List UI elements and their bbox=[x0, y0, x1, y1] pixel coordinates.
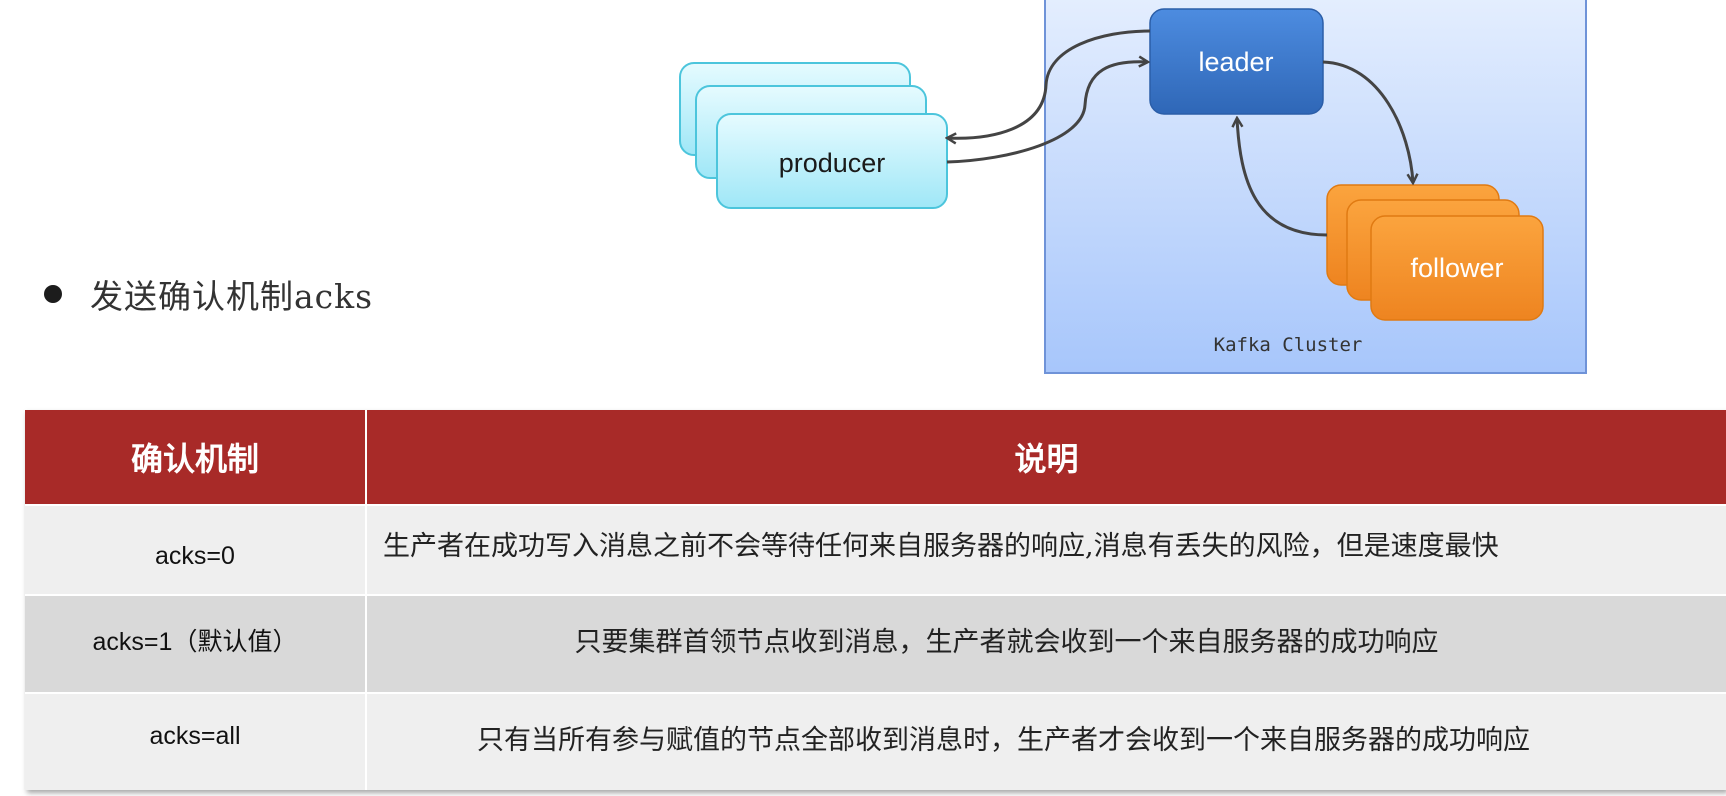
producer-stack: producer bbox=[679, 62, 948, 209]
table-row: acks=1（默认值） 只要集群首领节点收到消息，生产者就会收到一个来自服务器的… bbox=[25, 596, 1726, 692]
description-cell: 只有当所有参与赋值的节点全部收到消息时，生产者才会收到一个来自服务器的成功响应 bbox=[365, 694, 1726, 790]
acks-table: 确认机制 说明 acks=0 生产者在成功写入消息之前不会等待任何来自服务器的响… bbox=[25, 410, 1726, 790]
follower-label: follower bbox=[1410, 253, 1503, 283]
mechanism-cell: acks=0 bbox=[155, 542, 235, 570]
leader-to-producer-arrow bbox=[947, 29, 1151, 138]
description-cell: 只要集群首领节点收到消息，生产者就会收到一个来自服务器的成功响应 bbox=[365, 596, 1726, 692]
description-cell: 生产者在成功写入消息之前不会等待任何来自服务器的响应,消息有丢失的风险，但是速度… bbox=[365, 506, 1726, 594]
bullet-dot-icon bbox=[44, 285, 62, 303]
cluster-label: Kafka Cluster bbox=[1214, 334, 1363, 356]
mechanism-cell: acks=1（默认值） bbox=[92, 628, 298, 656]
section-bullet: 发送确认机制acks bbox=[44, 272, 373, 316]
producer-label: producer bbox=[779, 148, 886, 178]
leader-label: leader bbox=[1198, 47, 1273, 77]
follower-stack: follower bbox=[1326, 184, 1544, 321]
header-description: 说明 bbox=[365, 410, 1726, 504]
table-row: acks=all 只有当所有参与赋值的节点全部收到消息时，生产者才会收到一个来自… bbox=[25, 694, 1726, 790]
kafka-diagram: Kafka Cluster producer leader follower bbox=[679, 0, 1587, 374]
producer-to-leader-arrow bbox=[946, 62, 1148, 164]
leader-node: leader bbox=[1149, 8, 1324, 115]
leader-to-follower-arrow bbox=[1322, 60, 1413, 183]
table-header-row: 确认机制 说明 bbox=[25, 410, 1726, 504]
mechanism-cell: acks=all bbox=[149, 722, 241, 750]
header-mechanism: 确认机制 bbox=[130, 440, 259, 478]
section-title: 发送确认机制acks bbox=[90, 277, 374, 316]
table-row: acks=0 生产者在成功写入消息之前不会等待任何来自服务器的响应,消息有丢失的… bbox=[25, 506, 1726, 594]
follower-to-leader-arrow bbox=[1237, 118, 1328, 237]
